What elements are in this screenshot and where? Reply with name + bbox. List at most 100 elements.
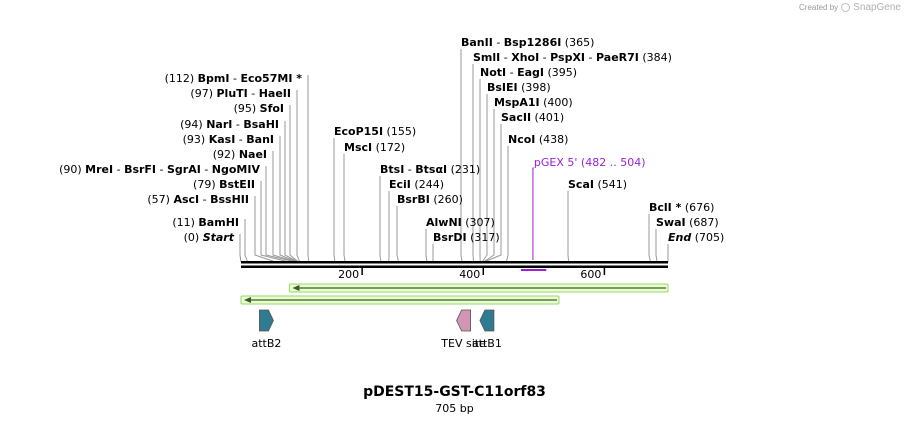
enzyme-name: NarI xyxy=(206,118,232,131)
enzyme-separator: - xyxy=(500,51,511,64)
enzyme-position: (90) xyxy=(59,163,85,176)
enzyme-position: (92) xyxy=(213,148,239,161)
enzyme-isoschizomer: NgoMIV xyxy=(212,163,261,176)
enzyme-position: (155) xyxy=(383,125,416,138)
enzyme-name: SmlI xyxy=(473,51,500,64)
enzyme-name: BamHI xyxy=(198,216,239,229)
cut-site-leader xyxy=(482,109,495,263)
enzyme-label: (93) KasI - BanI xyxy=(183,133,274,146)
enzyme-label-text: (112) BpmI - Eco57MI * xyxy=(165,72,303,85)
enzyme-name: SwaI xyxy=(656,216,686,229)
enzyme-position: (384) xyxy=(639,51,672,64)
enzyme-position: (401) xyxy=(531,111,564,124)
enzyme-separator: - xyxy=(201,163,212,176)
enzyme-label-text: (0) Start xyxy=(184,231,235,244)
primer-range: (482 .. 504) xyxy=(577,156,645,169)
enzyme-separator: - xyxy=(113,163,124,176)
enzyme-label: AlwNI (307) xyxy=(426,216,495,229)
enzyme-label-text: BsrDI (317) xyxy=(433,231,500,244)
enzyme-position: (541) xyxy=(594,178,627,191)
cut-site-leader xyxy=(505,146,509,263)
enzyme-separator: - xyxy=(585,51,596,64)
enzyme-position: (395) xyxy=(544,66,577,79)
enzyme-label-text: (97) PluTI - HaeII xyxy=(190,87,291,100)
enzyme-label-text: BclI * (676) xyxy=(649,201,714,214)
enzyme-label-text: (93) KasI - BanI xyxy=(183,133,274,146)
enzyme-position: (172) xyxy=(372,141,405,154)
enzyme-isoschizomer: XhoI xyxy=(511,51,539,64)
enzyme-position: (57) xyxy=(147,193,173,206)
enzyme-position: (97) xyxy=(190,87,216,100)
ruler-tick-label: 600 xyxy=(580,268,601,281)
cut-site-leader xyxy=(343,154,346,263)
enzyme-label: BsrDI (317) xyxy=(433,231,500,244)
enzyme-label: End (705) xyxy=(668,231,724,244)
feature-label: attB1 xyxy=(472,337,502,350)
enzyme-label: MscI (172) xyxy=(344,141,405,154)
enzyme-label-text: BsrBI (260) xyxy=(397,193,463,206)
enzyme-label: MspA1I (400) xyxy=(494,96,573,109)
cut-site-leader xyxy=(307,75,310,263)
cut-site-leader xyxy=(567,191,570,263)
enzyme-position: (231) xyxy=(447,163,480,176)
enzyme-name: Start xyxy=(203,231,235,244)
enzyme-name: BanII xyxy=(461,36,493,49)
cut-site-leader xyxy=(333,138,336,263)
enzyme-leader-lines xyxy=(239,49,669,263)
map-length: 705 bp xyxy=(435,402,474,415)
cut-site-leader xyxy=(289,105,299,263)
enzyme-label: BclI * (676) xyxy=(649,201,714,214)
cut-site-leader xyxy=(260,181,289,263)
enzyme-name: BtsI xyxy=(380,163,404,176)
enzyme-isoschizomer: PspXI xyxy=(550,51,585,64)
enzyme-separator: - xyxy=(199,193,210,206)
cut-site-leader xyxy=(272,151,297,263)
enzyme-label: BsIEI (398) xyxy=(487,81,551,94)
enzyme-name: EciI xyxy=(389,178,411,191)
enzyme-position: (398) xyxy=(518,81,551,94)
enzyme-isoschizomer: BsrFI xyxy=(124,163,156,176)
feature-label: TEV site xyxy=(440,337,486,350)
enzyme-label: BtsI - BtsαI (231) xyxy=(380,163,480,176)
enzyme-position: (93) xyxy=(183,133,209,146)
enzyme-label-text: (94) NarI - BsaHI xyxy=(180,118,279,131)
enzyme-label-text: SacII (401) xyxy=(501,111,564,124)
feature-arrow xyxy=(456,309,471,332)
enzyme-separator: - xyxy=(404,163,415,176)
enzyme-label-text: MscI (172) xyxy=(344,141,405,154)
enzyme-label: NcoI (438) xyxy=(508,133,568,146)
enzyme-label: (11) BamHI xyxy=(172,216,239,229)
feature-label: attB2 xyxy=(251,337,281,350)
enzyme-separator: - xyxy=(539,51,550,64)
enzyme-name: MscI xyxy=(344,141,372,154)
enzyme-label: (92) NaeI xyxy=(213,148,267,161)
enzyme-position: (244) xyxy=(411,178,444,191)
enzyme-name: MreI xyxy=(85,163,113,176)
enzyme-separator: - xyxy=(493,36,504,49)
feature-arrow xyxy=(479,309,495,332)
enzyme-separator: - xyxy=(248,87,259,100)
enzyme-name: AlwNI xyxy=(426,216,462,229)
sequence-strand-top xyxy=(241,261,668,264)
enzyme-label: ScaI (541) xyxy=(568,178,627,191)
enzyme-label-text: (95) SfoI xyxy=(234,102,284,115)
enzyme-label-text: BanII - Bsp1286I (365) xyxy=(461,36,594,49)
enzyme-name: EcoP15I xyxy=(334,125,383,138)
enzyme-label-text: MspA1I (400) xyxy=(494,96,573,109)
enzyme-isoschizomer: Eco57MI * xyxy=(240,72,302,85)
enzyme-name: BstEII xyxy=(219,178,255,191)
primer-leader xyxy=(532,167,534,260)
enzyme-position: (112) xyxy=(165,72,198,85)
enzyme-position: (400) xyxy=(540,96,573,109)
enzyme-position: (317) xyxy=(467,231,500,244)
enzyme-label-text: (79) BstEII xyxy=(193,178,255,191)
enzyme-position: (260) xyxy=(430,193,463,206)
map-title: pDEST15-GST-C11orf83 xyxy=(363,384,546,400)
enzyme-label-text: BsIEI (398) xyxy=(487,81,551,94)
cut-site-leader xyxy=(481,94,488,263)
enzyme-name: End xyxy=(668,231,691,244)
enzyme-isoschizomer: BsaHI xyxy=(243,118,279,131)
enzyme-separator: - xyxy=(506,66,517,79)
enzyme-name: NotI xyxy=(480,66,506,79)
